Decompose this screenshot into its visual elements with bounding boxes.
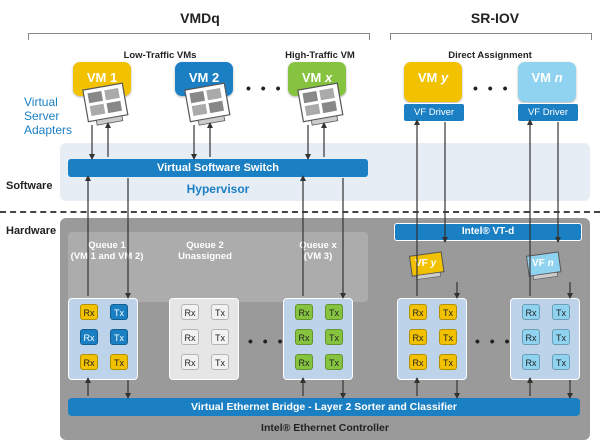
vf-driver-n: VF Driver [517,103,579,122]
vf-n-tag-icon [525,251,562,280]
rx-button[interactable]: Rx [295,354,313,370]
vm-ellipsis-sriov: • • • [473,80,511,96]
vm-2-label-num: 2 [211,70,220,85]
tx-button[interactable]: Tx [325,304,343,320]
hardware-label: Hardware [6,225,57,237]
nic-card-icon [297,82,344,126]
tx-button[interactable]: Tx [211,329,229,345]
tx-button[interactable]: Tx [439,329,457,345]
tx-button[interactable]: Tx [110,354,128,370]
tx-button[interactable]: Tx [552,354,570,370]
high-traffic-label: High-Traffic VM [285,50,355,61]
queue-1-label: Queue 1(VM 1 and VM 2) [70,240,144,262]
tx-button[interactable]: Tx [325,354,343,370]
vm-n-label-prefix: VM [531,70,555,85]
vmdq-header: VMDq [180,10,220,26]
queue-ellipsis-sriov: • • • [475,333,513,349]
tx-button[interactable]: Tx [439,354,457,370]
intel-ethernet-controller-label: Intel® Ethernet Controller [261,422,389,434]
intel-vt-d-bar: Intel® VT-d [394,223,582,241]
vf-y-label: VF y [415,258,437,269]
vm-1-label-num: 1 [109,70,118,85]
rx-button[interactable]: Rx [522,354,540,370]
vf-driver-y: VF Driver [403,103,465,122]
hypervisor-label: Hypervisor [186,182,250,196]
rx-button[interactable]: Rx [522,304,540,320]
rx-button[interactable]: Rx [181,354,199,370]
queue-ellipsis-vmdq: • • • [248,333,286,349]
software-hardware-divider [0,211,600,213]
vm-2-label-prefix: VM [188,70,212,85]
tx-button[interactable]: Tx [552,329,570,345]
software-label: Software [6,180,53,192]
rx-button[interactable]: Rx [80,329,98,345]
vm-x-label-num: x [324,70,333,85]
vm-1-label-prefix: VM [86,70,110,85]
direct-assignment-label: Direct Assignment [448,50,532,61]
rx-button[interactable]: Rx [409,329,427,345]
rx-button[interactable]: Rx [80,304,98,320]
virtual-ethernet-bridge: Virtual Ethernet Bridge - Layer 2 Sorter… [68,398,580,416]
vm-y-label-num: y [440,70,449,85]
tx-button[interactable]: Tx [211,354,229,370]
sriov-bracket [390,33,592,40]
nic-card-icon [82,82,129,126]
rx-button[interactable]: Rx [409,354,427,370]
rx-button[interactable]: Rx [295,304,313,320]
vmdq-bracket [28,33,370,40]
tx-button[interactable]: Tx [552,304,570,320]
vm-y-label-prefix: VM [417,70,441,85]
low-traffic-label: Low-Traffic VMs [123,50,197,61]
vm-y[interactable]: VM y [404,62,462,102]
hw-inner-vmdq [68,232,368,302]
vm-n-label-num: n [554,70,563,85]
tx-button[interactable]: Tx [439,304,457,320]
virtual-software-switch: Virtual Software Switch [68,159,368,177]
nic-card-icon [184,82,231,126]
tx-button[interactable]: Tx [325,329,343,345]
rx-button[interactable]: Rx [409,304,427,320]
tx-button[interactable]: Tx [110,329,128,345]
tx-button[interactable]: Tx [211,304,229,320]
vm-n[interactable]: VM n [518,62,576,102]
vf-n-label: VF n [532,258,554,269]
rx-button[interactable]: Rx [181,304,199,320]
vm-ellipsis-vmdq: • • • [246,80,284,96]
tx-button[interactable]: Tx [110,304,128,320]
vm-x-label-prefix: VM [301,70,325,85]
rx-button[interactable]: Rx [80,354,98,370]
rx-button[interactable]: Rx [295,329,313,345]
sriov-header: SR-IOV [470,10,520,26]
rx-button[interactable]: Rx [522,329,540,345]
rx-button[interactable]: Rx [181,329,199,345]
queue-x-label: Queue x(VM 3) [299,240,337,262]
